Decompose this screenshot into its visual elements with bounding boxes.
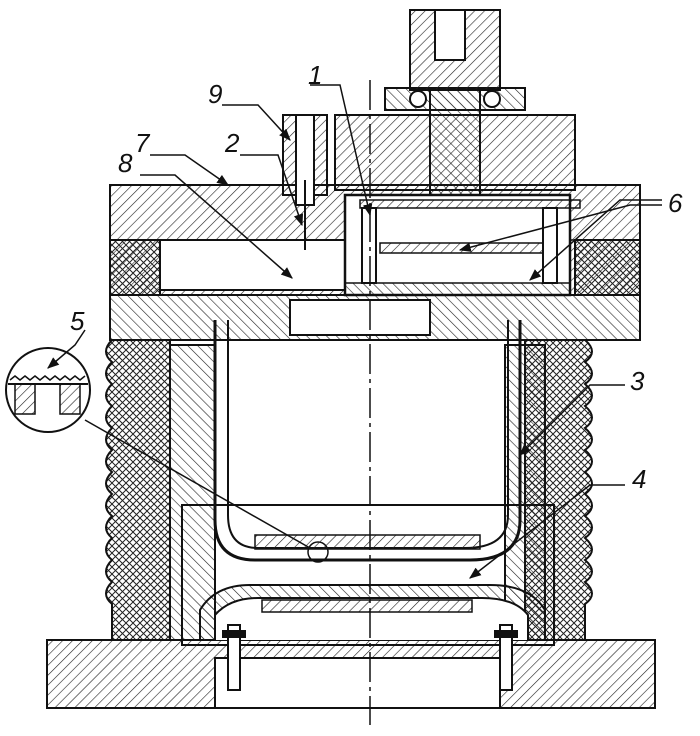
gas-fitting: [282, 114, 328, 250]
upper-shaft-block: [334, 9, 576, 201]
callout-7: 7: [135, 128, 151, 158]
callout-9: 9: [208, 79, 222, 109]
callout-1: 1: [308, 60, 322, 90]
callout-2: 2: [224, 128, 240, 158]
callout-3: 3: [630, 366, 645, 396]
perforated-plate: [181, 504, 555, 646]
base-plate: [46, 639, 656, 709]
sample-chamber: [343, 193, 581, 297]
inner-vessel: [213, 320, 522, 562]
detail-view-5: [5, 347, 329, 563]
callout-8: 8: [118, 148, 133, 178]
leader-lines: [47, 84, 662, 579]
callout-4: 4: [632, 464, 646, 494]
bellows: [105, 339, 593, 641]
callout-6: 6: [668, 188, 683, 218]
bolts: [222, 624, 518, 691]
callout-5: 5: [70, 306, 85, 336]
